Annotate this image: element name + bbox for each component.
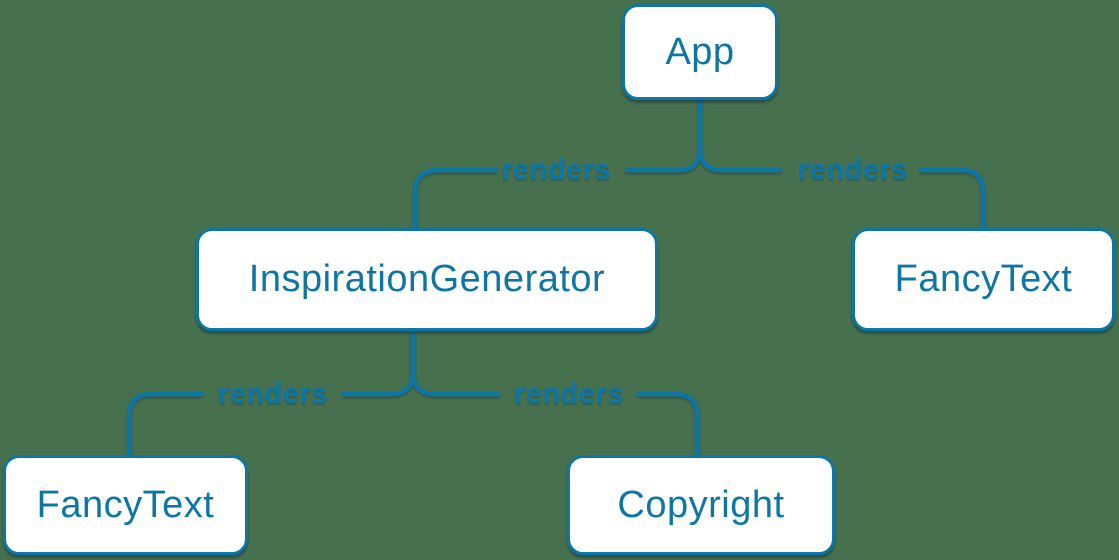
edge-label-app-fancy-text: renders — [788, 151, 918, 189]
node-fancy-text-bottom: FancyText — [3, 455, 248, 555]
node-app: App — [622, 4, 778, 100]
edge-label-ig-copyright: renders — [504, 375, 634, 413]
edge-app-right-elbow — [697, 100, 782, 173]
edge-label-text: renders — [501, 153, 611, 186]
node-inspiration-generator: InspirationGenerator — [196, 228, 658, 331]
edge-ig-left-elbow — [342, 331, 416, 397]
node-app-label: App — [665, 30, 735, 73]
edge-label-app-inspiration-generator: renders — [491, 151, 621, 189]
edge-app-left-elbow — [625, 100, 703, 173]
edge-label-ig-fancy-text: renders — [208, 375, 338, 413]
node-fancy-text-top: FancyText — [852, 228, 1115, 331]
edge-to-copyright — [637, 391, 700, 456]
node-inspiration-generator-label: InspirationGenerator — [248, 258, 606, 300]
edge-ig-right-elbow — [410, 331, 500, 397]
edge-to-fancy-text-top — [920, 167, 986, 229]
edge-to-inspiration-generator — [412, 167, 497, 229]
node-copyright: Copyright — [567, 455, 835, 555]
edge-label-text: renders — [798, 153, 908, 186]
edge-label-text: renders — [218, 377, 328, 410]
node-copyright-label: Copyright — [617, 483, 785, 526]
edge-label-text: renders — [514, 377, 624, 410]
node-fancy-text-top-label: FancyText — [894, 258, 1073, 300]
node-fancy-text-bottom-label: FancyText — [36, 483, 215, 526]
edge-to-fancy-text-bottom — [126, 391, 203, 456]
